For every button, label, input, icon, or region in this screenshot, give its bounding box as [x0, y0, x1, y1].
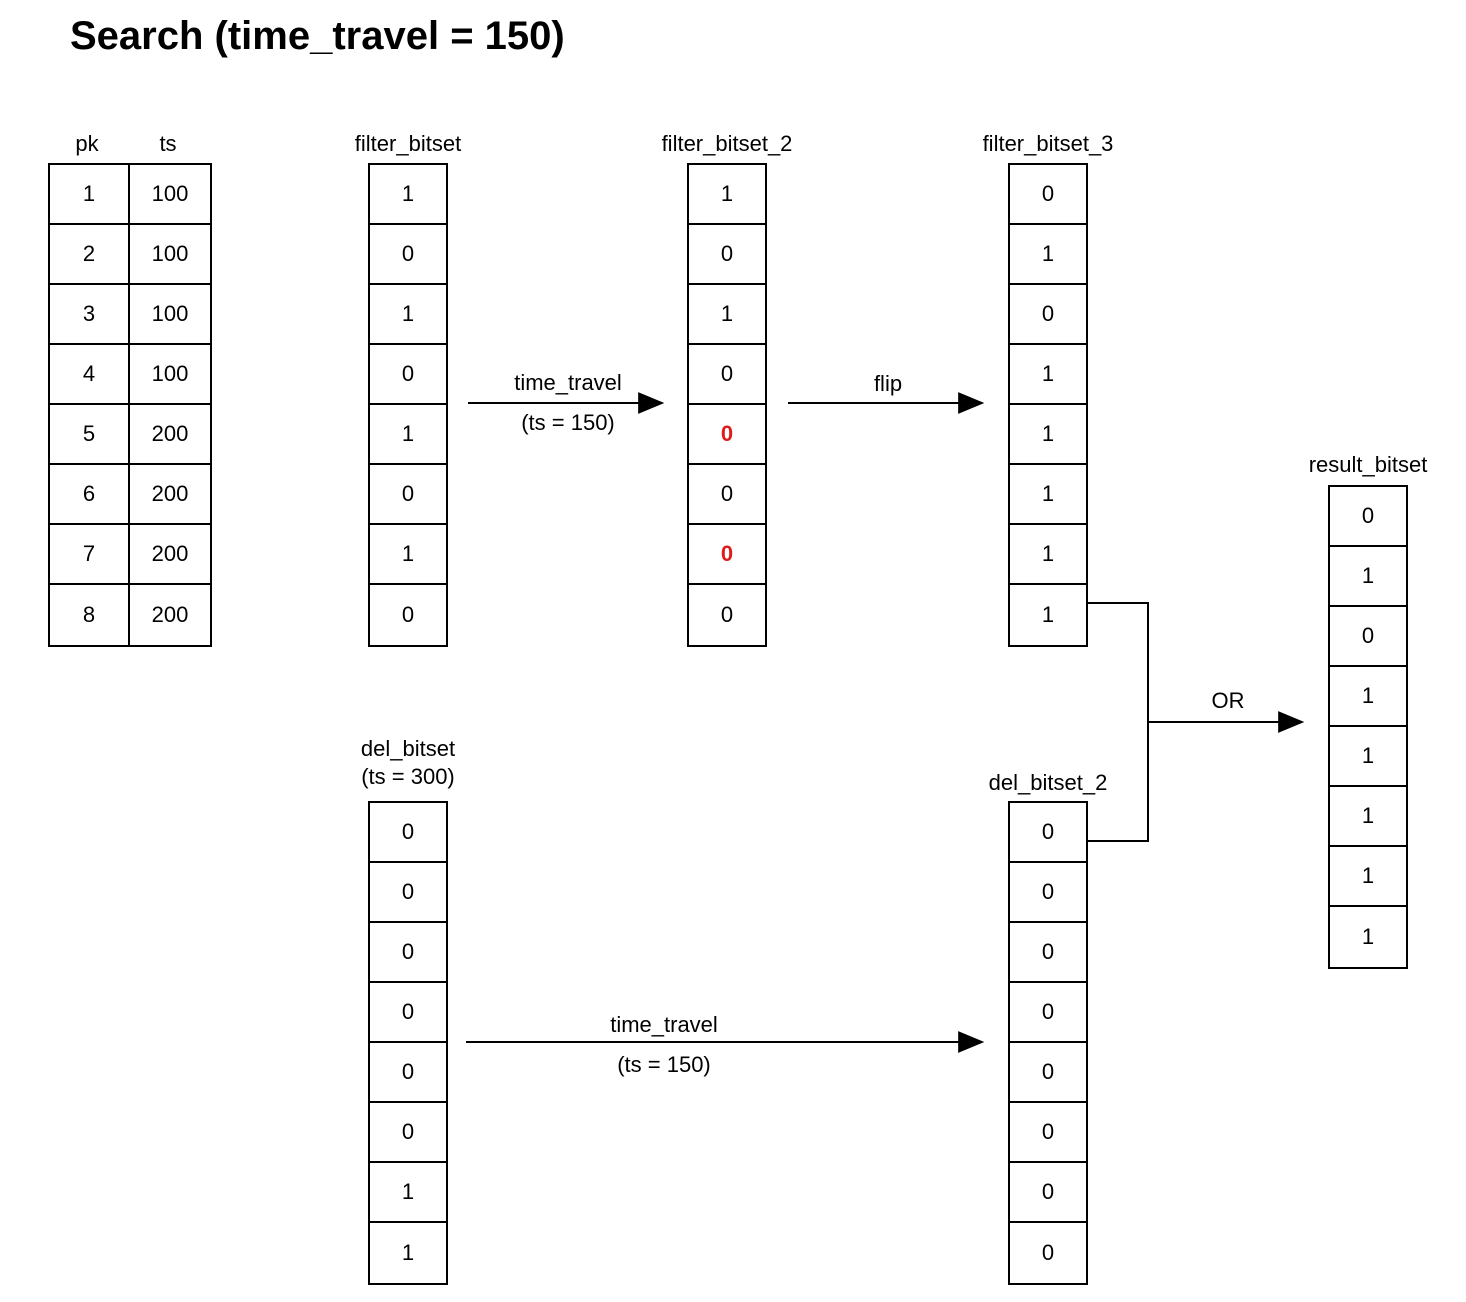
bitset-cell: 1 — [370, 405, 446, 465]
bitset-cell: 0 — [370, 923, 446, 983]
bitset-filter-bitset-3: 0 1 0 1 1 1 1 1 — [1008, 163, 1088, 647]
bitset-cell: 1 — [1330, 787, 1406, 847]
bitset-cell: 1 — [1330, 547, 1406, 607]
bitset-cell: 0 — [1010, 285, 1086, 345]
bitset-cell: 1 — [370, 1163, 446, 1223]
table-cell: 100 — [130, 285, 210, 345]
bitset-cell: 0 — [1010, 1103, 1086, 1163]
bitset-del-bitset-2: 0 0 0 0 0 0 0 0 — [1008, 801, 1088, 1285]
bitset-cell: 0 — [1330, 607, 1406, 667]
arrow-sublabel-ts-150-bottom: (ts = 150) — [617, 1052, 711, 1077]
table-cell: 1 — [50, 165, 130, 225]
table-cell: 6 — [50, 465, 130, 525]
del-bitset-label: del_bitset — [360, 736, 456, 761]
del-bitset-2-label: del_bitset_2 — [988, 770, 1108, 795]
bitset-cell: 0 — [689, 345, 765, 405]
table-cell: 200 — [130, 525, 210, 585]
bitset-cell: 0 — [401, 602, 415, 627]
arrow-label-flip: flip — [873, 371, 903, 396]
bitset-cell: 0 — [1010, 1043, 1086, 1103]
bitset-cell: 0 — [1010, 923, 1086, 983]
bitset-cell-highlighted: 0 — [689, 405, 765, 465]
del-bitset-sublabel: (ts = 300) — [361, 764, 455, 789]
bitset-cell: 0 — [370, 1043, 446, 1103]
bitset-cell: 0 — [1010, 1163, 1086, 1223]
table-cell: 4 — [50, 345, 130, 405]
result-bitset-label: result_bitset — [1308, 452, 1428, 477]
table-cell: 3 — [50, 285, 130, 345]
bitset-cell: 0 — [689, 465, 765, 525]
bitset-filter-bitset-2: 1 0 1 0 0 0 0 0 — [687, 163, 767, 647]
pk-column-header: pk — [75, 131, 99, 156]
bitset-result-bitset: 0 1 0 1 1 1 1 1 — [1328, 485, 1408, 969]
bitset-cell: 0 — [1041, 1240, 1055, 1265]
page-title: Search (time_travel = 150) — [70, 14, 565, 58]
arrow-label-or: OR — [1211, 688, 1245, 713]
bitset-cell: 1 — [1330, 847, 1406, 907]
table-cell: 100 — [130, 225, 210, 285]
table-cell: 2 — [50, 225, 130, 285]
bitset-cell: 0 — [370, 465, 446, 525]
bitset-cell: 0 — [370, 225, 446, 285]
bitset-cell: 1 — [1010, 345, 1086, 405]
bitset-cell: 0 — [370, 863, 446, 923]
table-cell: 200 — [130, 405, 210, 465]
bitset-cell: 1 — [1010, 405, 1086, 465]
bitset-cell: 0 — [370, 983, 446, 1043]
table-cell: 7 — [50, 525, 130, 585]
bitset-cell: 0 — [370, 803, 446, 863]
filter-bitset-3-label: filter_bitset_3 — [982, 131, 1114, 156]
bitset-cell: 0 — [689, 225, 765, 285]
bitset-filter-bitset: 1 0 1 0 1 0 1 0 — [368, 163, 448, 647]
table-cell: 100 — [130, 345, 210, 405]
bitset-cell: 0 — [1330, 487, 1406, 547]
table-cell: 200 — [151, 602, 189, 627]
bitset-cell: 1 — [1041, 602, 1055, 627]
filter-bitset-label: filter_bitset — [354, 131, 462, 156]
bitset-cell: 1 — [370, 285, 446, 345]
or-junction-connector — [1088, 602, 1149, 842]
bitset-del-bitset: 0 0 0 0 0 0 1 1 — [368, 801, 448, 1285]
bitset-cell-highlighted: 0 — [689, 525, 765, 585]
bitset-cell: 1 — [401, 1240, 415, 1265]
table-cell: 8 — [50, 585, 130, 645]
arrow-label-time-travel-top: time_travel — [514, 370, 622, 395]
arrow-label-time-travel-bottom: time_travel — [610, 1012, 718, 1037]
table-cell: 100 — [130, 165, 210, 225]
ts-column-header: ts — [159, 131, 177, 156]
table-cell: 200 — [130, 465, 210, 525]
table-cell: 5 — [50, 405, 130, 465]
bitset-cell: 0 — [370, 345, 446, 405]
pk-ts-table: 1 100 2 100 3 100 4 100 5 200 6 200 7 20… — [48, 163, 212, 647]
bitset-cell: 0 — [720, 602, 734, 627]
bitset-cell: 1 — [1330, 727, 1406, 787]
bitset-cell: 1 — [689, 165, 765, 225]
bitset-cell: 1 — [1330, 667, 1406, 727]
filter-bitset-2-label: filter_bitset_2 — [661, 131, 793, 156]
bitset-cell: 1 — [370, 165, 446, 225]
bitset-cell: 1 — [689, 285, 765, 345]
bitset-cell: 0 — [370, 1103, 446, 1163]
bitset-cell: 0 — [1010, 803, 1086, 863]
arrow-sublabel-ts-150-top: (ts = 150) — [521, 410, 615, 435]
bitset-cell: 1 — [1010, 525, 1086, 585]
bitset-cell: 1 — [1010, 225, 1086, 285]
bitset-cell: 0 — [1010, 165, 1086, 225]
bitset-cell: 1 — [370, 525, 446, 585]
bitset-cell: 1 — [1361, 924, 1375, 949]
bitset-cell: 0 — [1010, 863, 1086, 923]
bitset-cell: 1 — [1010, 465, 1086, 525]
bitset-cell: 0 — [1010, 983, 1086, 1043]
